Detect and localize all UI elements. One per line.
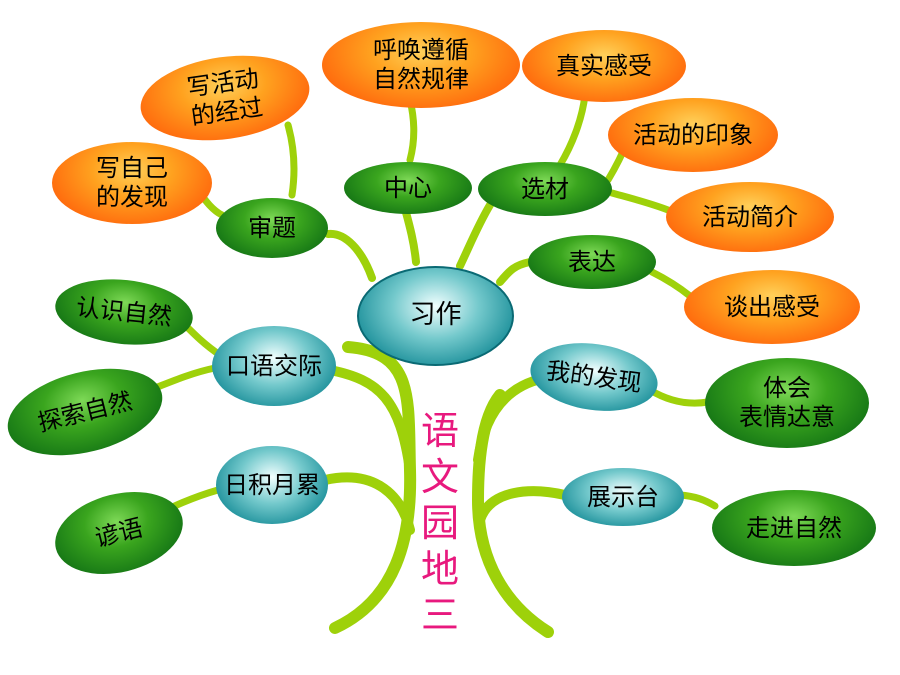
node-zhenshi[interactable]: 真实感受 (522, 30, 686, 102)
node-biaoda[interactable]: 表达 (528, 235, 656, 289)
branch-xie-huodong (284, 121, 298, 199)
trunk-title-char-5: 三 (420, 593, 459, 637)
node-zoujin-label: 走进自然 (746, 513, 842, 542)
branch-jianjie (608, 189, 672, 214)
node-shenti[interactable]: 审题 (216, 198, 328, 258)
branch-zhenshi (556, 91, 589, 169)
node-tanchu[interactable]: 谈出感受 (684, 270, 860, 344)
trunk-title-char-4: 地 (420, 547, 459, 591)
node-xie-ziji-label: 写自己 的发现 (96, 154, 168, 212)
node-tihui-label: 体会 表情达意 (739, 374, 835, 432)
node-riji[interactable]: 日积月累 (216, 446, 328, 524)
node-huhuan[interactable]: 呼唤遵循 自然规律 (322, 22, 520, 108)
branch-zoujin (676, 491, 719, 510)
branch-huhuan (406, 96, 418, 164)
branch-xuancai-center (456, 201, 494, 270)
branch-tihui (646, 386, 712, 407)
node-xie-ziji[interactable]: 写自己 的发现 (52, 142, 212, 224)
node-xuancai-label: 选材 (521, 174, 569, 203)
node-zhenshi-label: 真实感受 (556, 51, 652, 80)
node-tansuo-label: 探索自然 (34, 386, 135, 437)
node-jianjie[interactable]: 活动简介 (666, 182, 834, 252)
node-huhuan-line-1: 呼唤遵循 (373, 36, 469, 65)
node-zhanshi[interactable]: 展示台 (562, 468, 684, 526)
node-riji-label: 日积月累 (224, 470, 320, 499)
node-renshi-label: 认识自然 (74, 292, 174, 331)
branch-tansuo (151, 364, 219, 392)
node-zhongxin[interactable]: 中心 (344, 162, 472, 214)
trunk-title-char-1: 语 (420, 409, 459, 453)
branch-biaoda-center (496, 258, 534, 286)
branch-shenti-center (324, 229, 376, 282)
node-xie-huodong-label: 写活动 的经过 (185, 64, 264, 131)
node-yanyu-label: 谚语 (92, 513, 146, 552)
trunk-title-char-2: 文 (420, 455, 459, 499)
node-zoujin[interactable]: 走进自然 (712, 490, 876, 566)
node-zhongxin-label: 中心 (384, 173, 432, 202)
node-huhuan-label: 呼唤遵循 自然规律 (373, 36, 469, 94)
node-zhanshi-label: 展示台 (587, 482, 659, 511)
center-node-xizuo[interactable]: 习作 (357, 266, 514, 366)
node-yinxiang-label: 活动的印象 (633, 120, 753, 149)
branch-zhanshi (475, 486, 570, 525)
node-tihui[interactable]: 体会 表情达意 (705, 358, 869, 448)
branch-kouyu (325, 365, 415, 475)
node-kouyu[interactable]: 口语交际 (212, 326, 336, 406)
node-xie-ziji-line-2: 的发现 (96, 183, 168, 211)
node-tihui-line-1: 体会 (763, 374, 811, 403)
node-jianjie-label: 活动简介 (702, 202, 798, 231)
trunk-title-char-3: 园 (420, 501, 459, 545)
branch-wode (473, 373, 550, 465)
node-tanchu-label: 谈出感受 (724, 292, 820, 321)
node-biaoda-label: 表达 (568, 247, 616, 276)
branch-tanchu (648, 268, 694, 300)
node-xuancai[interactable]: 选材 (478, 162, 612, 216)
node-xie-ziji-line-1: 写自己 (96, 154, 168, 183)
node-tihui-line-2: 表情达意 (739, 403, 835, 431)
node-yinxiang[interactable]: 活动的印象 (608, 98, 778, 172)
node-kouyu-label: 口语交际 (226, 351, 322, 380)
branch-riji (320, 472, 415, 535)
node-shenti-label: 审题 (248, 213, 296, 242)
trunk-title: 语 文 园 地 三 (418, 408, 462, 638)
center-node-label: 习作 (409, 300, 462, 331)
node-huhuan-line-2: 自然规律 (373, 65, 469, 93)
node-wode-label: 我的发现 (544, 356, 644, 398)
